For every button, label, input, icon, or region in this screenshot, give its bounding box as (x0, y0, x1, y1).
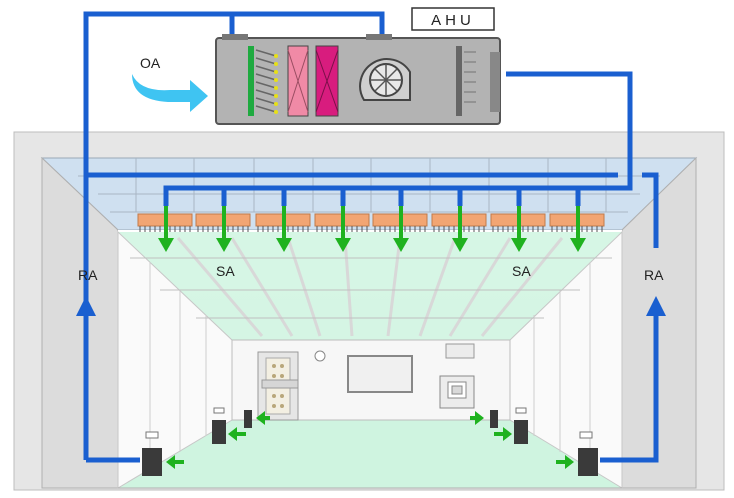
sa-right-label: SA (512, 263, 531, 279)
supply-air-arrow (570, 188, 586, 252)
return-air-arrow (166, 455, 184, 469)
sa-left-label: SA (216, 263, 235, 279)
outdoor-air-arrow (132, 74, 208, 112)
wall-panel (445, 343, 475, 359)
return-air-arrow (470, 411, 484, 425)
ra-right-label: RA (644, 267, 664, 283)
supply-air-arrow (511, 188, 527, 252)
supply-air-arrow (158, 188, 174, 252)
fan-icon (359, 58, 411, 101)
return-air-arrows (166, 411, 574, 469)
supply-air-arrow (216, 188, 232, 252)
return-grilles (142, 410, 598, 476)
return-air-arrow (228, 427, 246, 441)
air-handling-unit (215, 34, 501, 125)
return-air-arrow (556, 455, 574, 469)
supply-air-arrow (393, 188, 409, 252)
oa-label: OA (140, 55, 161, 71)
pass-box-door (257, 351, 299, 421)
ahu-label: AHU (431, 12, 475, 29)
wall-clock-icon (314, 350, 326, 362)
pass-through-cabinet (439, 375, 475, 409)
grille-label-plates (145, 407, 593, 439)
supply-air-arrow (335, 188, 351, 252)
supply-drops (158, 188, 586, 252)
supply-air-arrow (276, 188, 292, 252)
return-air-arrow (494, 427, 512, 441)
return-air-arrow (256, 411, 270, 425)
ra-left-label: RA (78, 267, 98, 283)
ahu-label-box (411, 7, 495, 31)
observation-window (347, 355, 413, 393)
supply-air-arrow (452, 188, 468, 252)
